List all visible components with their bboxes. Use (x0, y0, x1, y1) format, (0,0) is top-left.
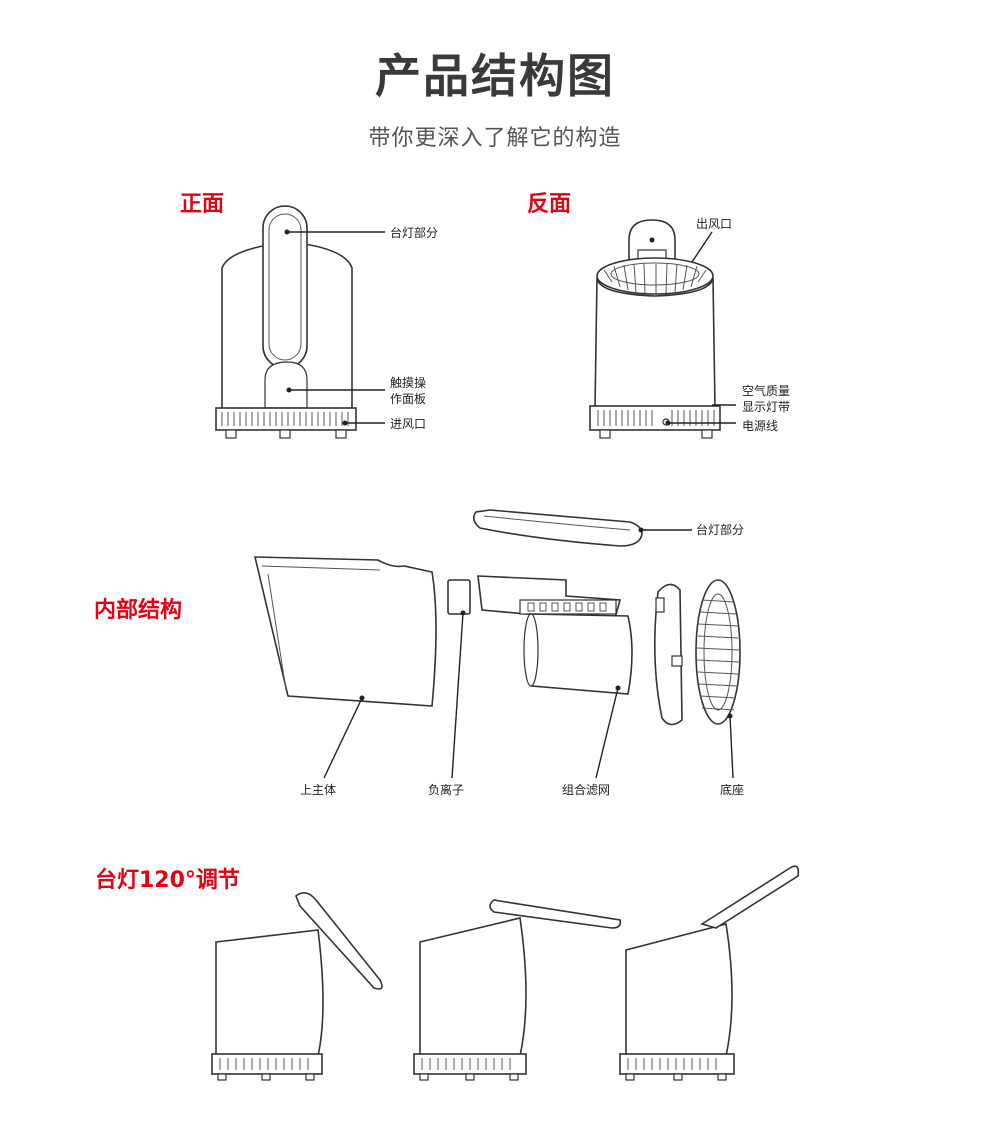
label-front-touch-line1: 触摸操 (390, 376, 427, 390)
page-subtitle: 带你更深入了解它的构造 (368, 126, 622, 151)
label-front-touch-line2: 作面板 (390, 392, 427, 406)
back-view-drawing (589, 219, 736, 439)
section-internal-heading: 内部结构 (94, 598, 183, 623)
page-title: 产品结构图 (375, 49, 615, 103)
label-exp-filter: 组合滤网 (562, 783, 611, 797)
section-lamp-heading: 台灯120°调节 (95, 868, 240, 893)
exploded-view-drawing (253, 509, 741, 779)
label-back-air-line1: 空气质量 (742, 384, 791, 398)
lamp-angle-drawings (211, 865, 800, 1081)
label-front-inlet: 进风口 (390, 417, 427, 431)
section-back-heading: 反面 (527, 192, 572, 217)
section-front-heading: 正面 (180, 192, 225, 217)
label-exp-ion: 负离子 (428, 783, 465, 797)
label-back-power: 电源线 (742, 419, 779, 433)
label-exp-base: 底座 (720, 783, 745, 797)
label-back-outlet: 出风口 (696, 217, 733, 231)
label-front-lamp: 台灯部分 (390, 226, 439, 240)
front-view-drawing (215, 205, 385, 439)
label-back-air-line2: 显示灯带 (742, 400, 791, 414)
label-exp-body: 上主体 (300, 783, 337, 797)
label-exp-lamp: 台灯部分 (696, 523, 745, 537)
